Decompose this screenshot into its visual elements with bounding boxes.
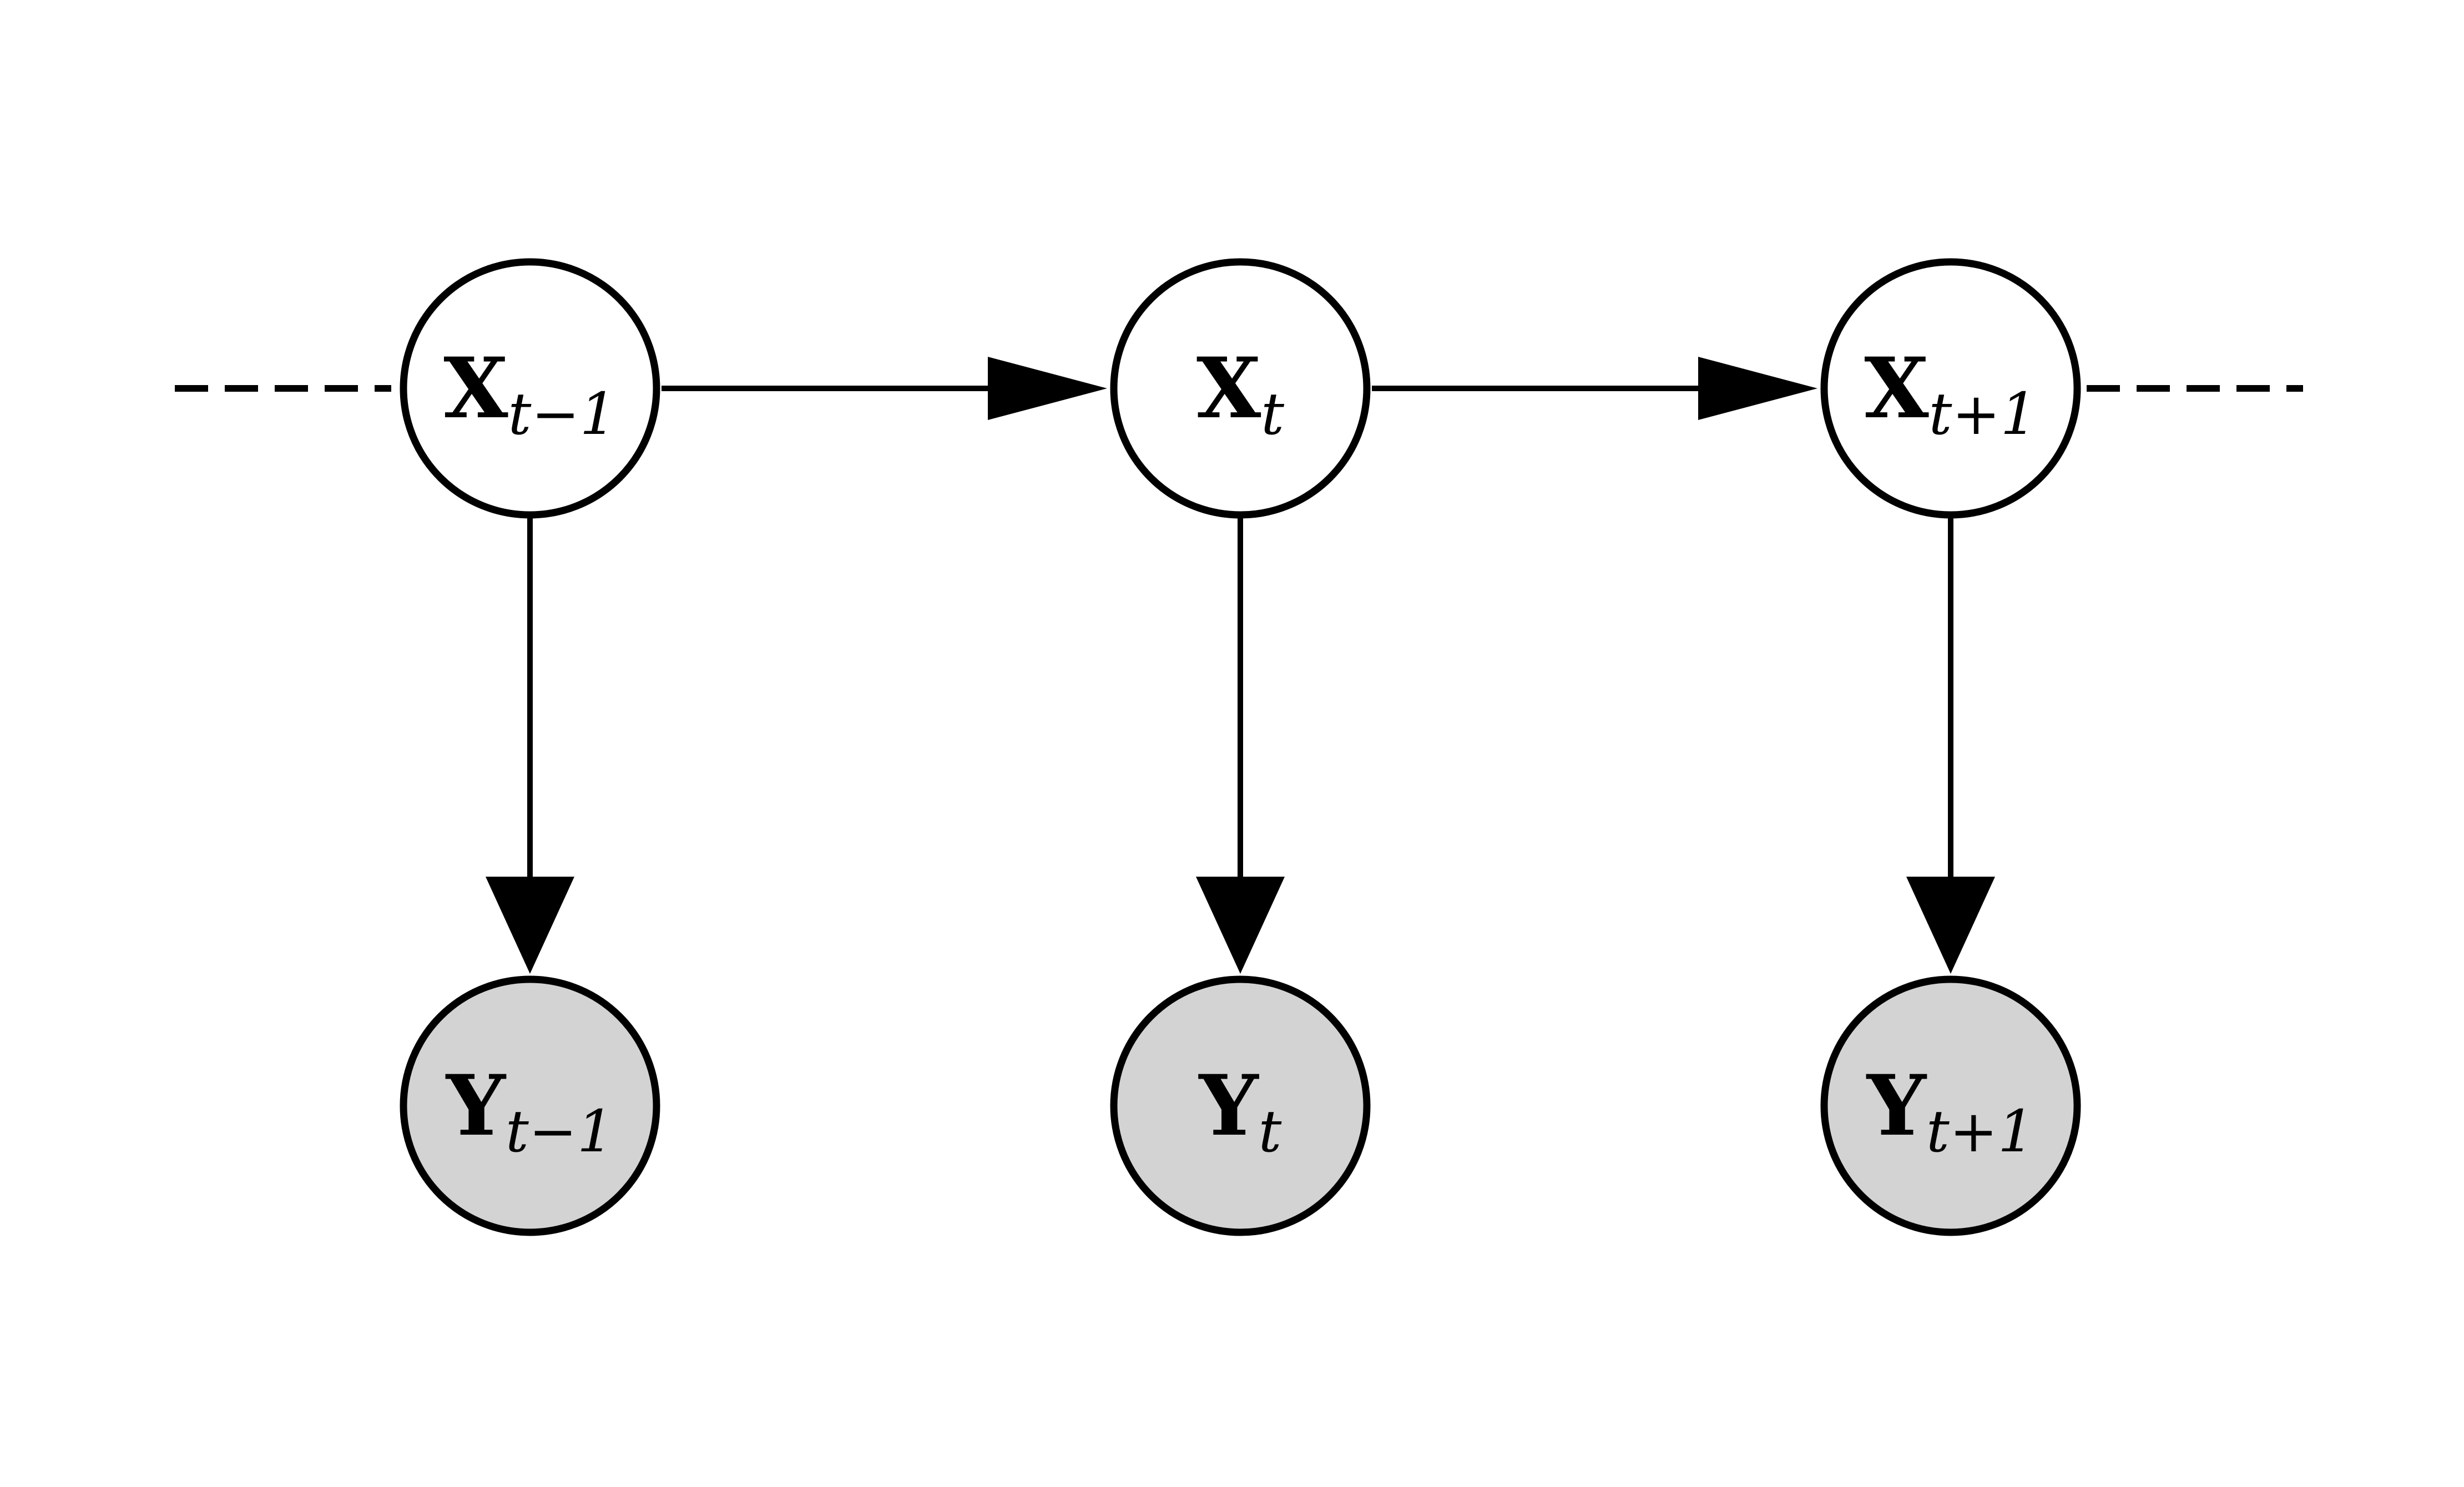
node-x-next-base: X bbox=[1864, 340, 1929, 437]
node-y-curr-sub: t bbox=[1259, 1097, 1282, 1165]
node-y-prev: Yt−1 bbox=[400, 975, 660, 1236]
node-x-curr-base: X bbox=[1196, 340, 1261, 437]
node-y-prev-base: Y bbox=[445, 1057, 507, 1155]
edge-xprev-yprev-arrowhead bbox=[486, 877, 574, 974]
svg-text:Xt+1: Xt+1 bbox=[1864, 340, 2037, 448]
edge-xcurr-ycurr-arrowhead bbox=[1196, 877, 1285, 974]
svg-text:Xt−1: Xt−1 bbox=[443, 340, 617, 448]
svg-text:Yt−1: Yt−1 bbox=[445, 1057, 614, 1165]
node-x-next-sub: t+1 bbox=[1929, 380, 2037, 448]
node-y-curr-base: Y bbox=[1198, 1057, 1260, 1155]
svg-text:Yt+1: Yt+1 bbox=[1866, 1057, 2034, 1165]
node-y-next-sub: t+1 bbox=[1926, 1097, 2034, 1165]
edge-xnext-ynext-arrowhead bbox=[1906, 877, 1995, 974]
node-y-next: Yt+1 bbox=[1820, 975, 2081, 1236]
svg-text:Yt: Yt bbox=[1198, 1057, 1282, 1165]
edge-xprev-xcurr-arrowhead bbox=[988, 357, 1107, 420]
edge-xcurr-xnext-arrowhead bbox=[1698, 357, 1817, 420]
node-x-next: Xt+1 bbox=[1820, 258, 2081, 519]
svg-text:Xt: Xt bbox=[1196, 340, 1284, 448]
node-x-curr-sub: t bbox=[1261, 380, 1284, 448]
node-y-next-base: Y bbox=[1866, 1057, 1927, 1155]
node-x-prev-base: X bbox=[443, 340, 508, 437]
node-y-curr: Yt bbox=[1110, 975, 1371, 1236]
node-x-curr: Xt bbox=[1110, 258, 1371, 519]
node-x-prev: Xt−1 bbox=[400, 258, 660, 519]
node-x-prev-sub: t−1 bbox=[508, 380, 617, 448]
node-y-prev-sub: t−1 bbox=[506, 1097, 614, 1165]
